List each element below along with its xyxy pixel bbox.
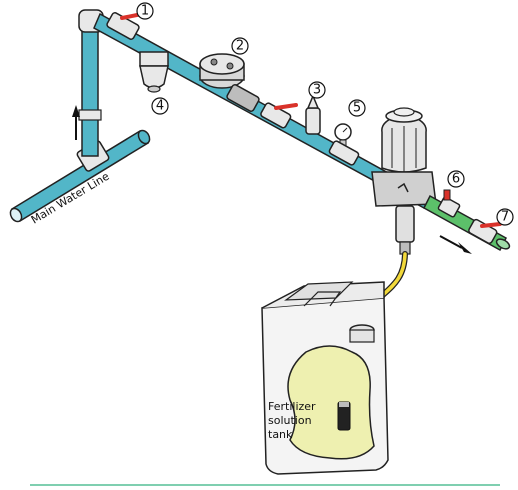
svg-text:2: 2 (236, 39, 244, 54)
dosing-pump (372, 108, 436, 254)
callout-7: 7 (497, 209, 513, 225)
air-vent-3 (306, 96, 320, 134)
svg-text:1: 1 (141, 4, 149, 19)
callout-2: 2 (232, 38, 248, 54)
suction-filter (338, 402, 350, 430)
callout-5: 5 (349, 100, 365, 116)
tank-label-line-2: solution (268, 414, 312, 427)
svg-text:7: 7 (501, 210, 509, 225)
callout-1: 1 (137, 3, 153, 19)
callout-4: 4 (152, 98, 168, 114)
svg-text:3: 3 (313, 83, 321, 98)
flow-arrow-out (440, 236, 472, 254)
main-water-line-pipe (8, 128, 152, 223)
svg-text:5: 5 (353, 101, 361, 116)
svg-text:6: 6 (452, 172, 460, 187)
filter-4 (140, 52, 168, 92)
tank-label-line-1: Fertilizer (268, 400, 316, 413)
callout-3: 3 (309, 82, 325, 98)
callout-6: 6 (448, 171, 464, 187)
pressure-regulator-2 (200, 54, 260, 112)
riser-pipe (79, 10, 103, 156)
pressure-gauge-5 (328, 124, 359, 166)
tank-label-line-3: tank (268, 428, 293, 441)
svg-text:4: 4 (156, 99, 164, 114)
